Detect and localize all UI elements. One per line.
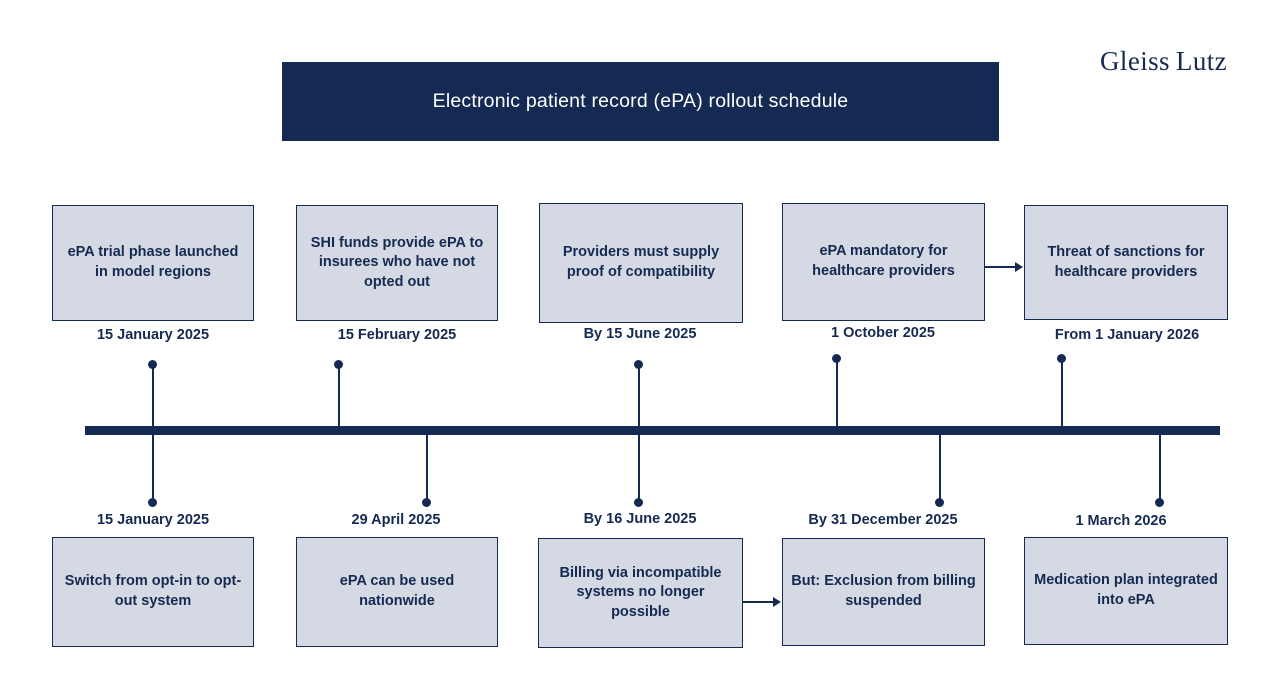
top-event-box-3-label: Providers must supply proof of compatibi… bbox=[562, 244, 720, 280]
top-event-box-4[interactable]: ePA mandatory for healthcare providers bbox=[782, 203, 985, 321]
arrow-bottom-3-to-4-head bbox=[773, 597, 781, 607]
arrow-top-4-to-5-line bbox=[985, 266, 1017, 268]
top-event-box-5-label: Threat of sanctions for healthcare provi… bbox=[1047, 243, 1205, 280]
title-banner: Electronic patient record (ePA) rollout … bbox=[282, 62, 999, 141]
bottom-event-box-5[interactable]: Medication plan integrated into ePA bbox=[1024, 537, 1228, 645]
connector-line-top-4 bbox=[836, 360, 838, 430]
bottom-event-box-1[interactable]: Switch from opt-in to opt-out system bbox=[52, 537, 254, 647]
connector-line-1 bbox=[152, 366, 154, 506]
connector-dot-top-1 bbox=[148, 360, 157, 369]
top-event-box-3[interactable]: Providers must supply proof of compatibi… bbox=[539, 203, 743, 323]
bottom-date-label-2: 29 April 2025 bbox=[351, 512, 441, 528]
connector-line-top-2 bbox=[338, 366, 340, 430]
connector-line-3 bbox=[638, 366, 640, 506]
brand-logo-word-1: Gleiss bbox=[1100, 46, 1170, 76]
top-event-box-4-label: ePA mandatory for healthcare providers bbox=[812, 243, 955, 279]
connector-dot-top-5 bbox=[1057, 354, 1066, 363]
bottom-event-box-2[interactable]: ePA can be used nationwide bbox=[296, 537, 498, 647]
connector-line-bottom-5 bbox=[1159, 432, 1161, 502]
top-date-label-3: By 15 June 2025 bbox=[583, 326, 697, 342]
top-date-label-2: 15 February 2025 bbox=[337, 327, 457, 343]
bottom-date-label-4: By 31 December 2025 bbox=[808, 512, 958, 528]
top-event-box-2-label: SHI funds provide ePA to insurees who ha… bbox=[310, 234, 484, 290]
bottom-event-box-4-label: But: Exclusion from billing suspended bbox=[791, 573, 976, 609]
timeline-axis-bar bbox=[85, 426, 1220, 435]
top-date-label-4: 1 October 2025 bbox=[831, 325, 935, 341]
page-title: Electronic patient record (ePA) rollout … bbox=[432, 90, 849, 112]
bottom-date-label-1: 15 January 2025 bbox=[96, 512, 210, 528]
connector-line-bottom-2 bbox=[426, 432, 428, 502]
connector-line-bottom-4 bbox=[939, 432, 941, 502]
bottom-event-box-3-label: Billing via incompatible systems no long… bbox=[559, 564, 722, 620]
top-event-box-1-label: ePA trial phase launched in model region… bbox=[67, 244, 239, 280]
connector-dot-top-2 bbox=[334, 360, 343, 369]
top-event-box-5[interactable]: Threat of sanctions for healthcare provi… bbox=[1024, 205, 1228, 320]
bottom-event-box-1-label: Switch from opt-in to opt-out system bbox=[64, 573, 242, 609]
connector-dot-top-3 bbox=[634, 360, 643, 369]
top-date-label-5: From 1 January 2026 bbox=[1054, 327, 1200, 343]
brand-logo-word-2: Lutz bbox=[1175, 46, 1227, 76]
bottom-date-label-3: By 16 June 2025 bbox=[583, 511, 697, 527]
bottom-event-box-2-label: ePA can be used nationwide bbox=[339, 573, 455, 609]
connector-dot-bottom-3 bbox=[634, 498, 643, 507]
bottom-event-box-5-label: Medication plan integrated into ePA bbox=[1034, 572, 1218, 608]
connector-dot-bottom-2 bbox=[422, 498, 431, 507]
connector-dot-bottom-5 bbox=[1155, 498, 1164, 507]
arrow-top-4-to-5-head bbox=[1015, 262, 1023, 272]
arrow-bottom-3-to-4-line bbox=[743, 601, 775, 603]
connector-dot-bottom-4 bbox=[935, 498, 944, 507]
connector-dot-bottom-1 bbox=[148, 498, 157, 507]
top-date-label-1: 15 January 2025 bbox=[96, 327, 210, 343]
top-event-box-1[interactable]: ePA trial phase launched in model region… bbox=[52, 205, 254, 321]
bottom-event-box-4[interactable]: But: Exclusion from billing suspended bbox=[782, 538, 985, 646]
connector-line-top-5 bbox=[1061, 360, 1063, 430]
top-event-box-2[interactable]: SHI funds provide ePA to insurees who ha… bbox=[296, 205, 498, 321]
bottom-event-box-3[interactable]: Billing via incompatible systems no long… bbox=[538, 538, 743, 648]
connector-dot-top-4 bbox=[832, 354, 841, 363]
bottom-date-label-5: 1 March 2026 bbox=[1075, 513, 1167, 529]
